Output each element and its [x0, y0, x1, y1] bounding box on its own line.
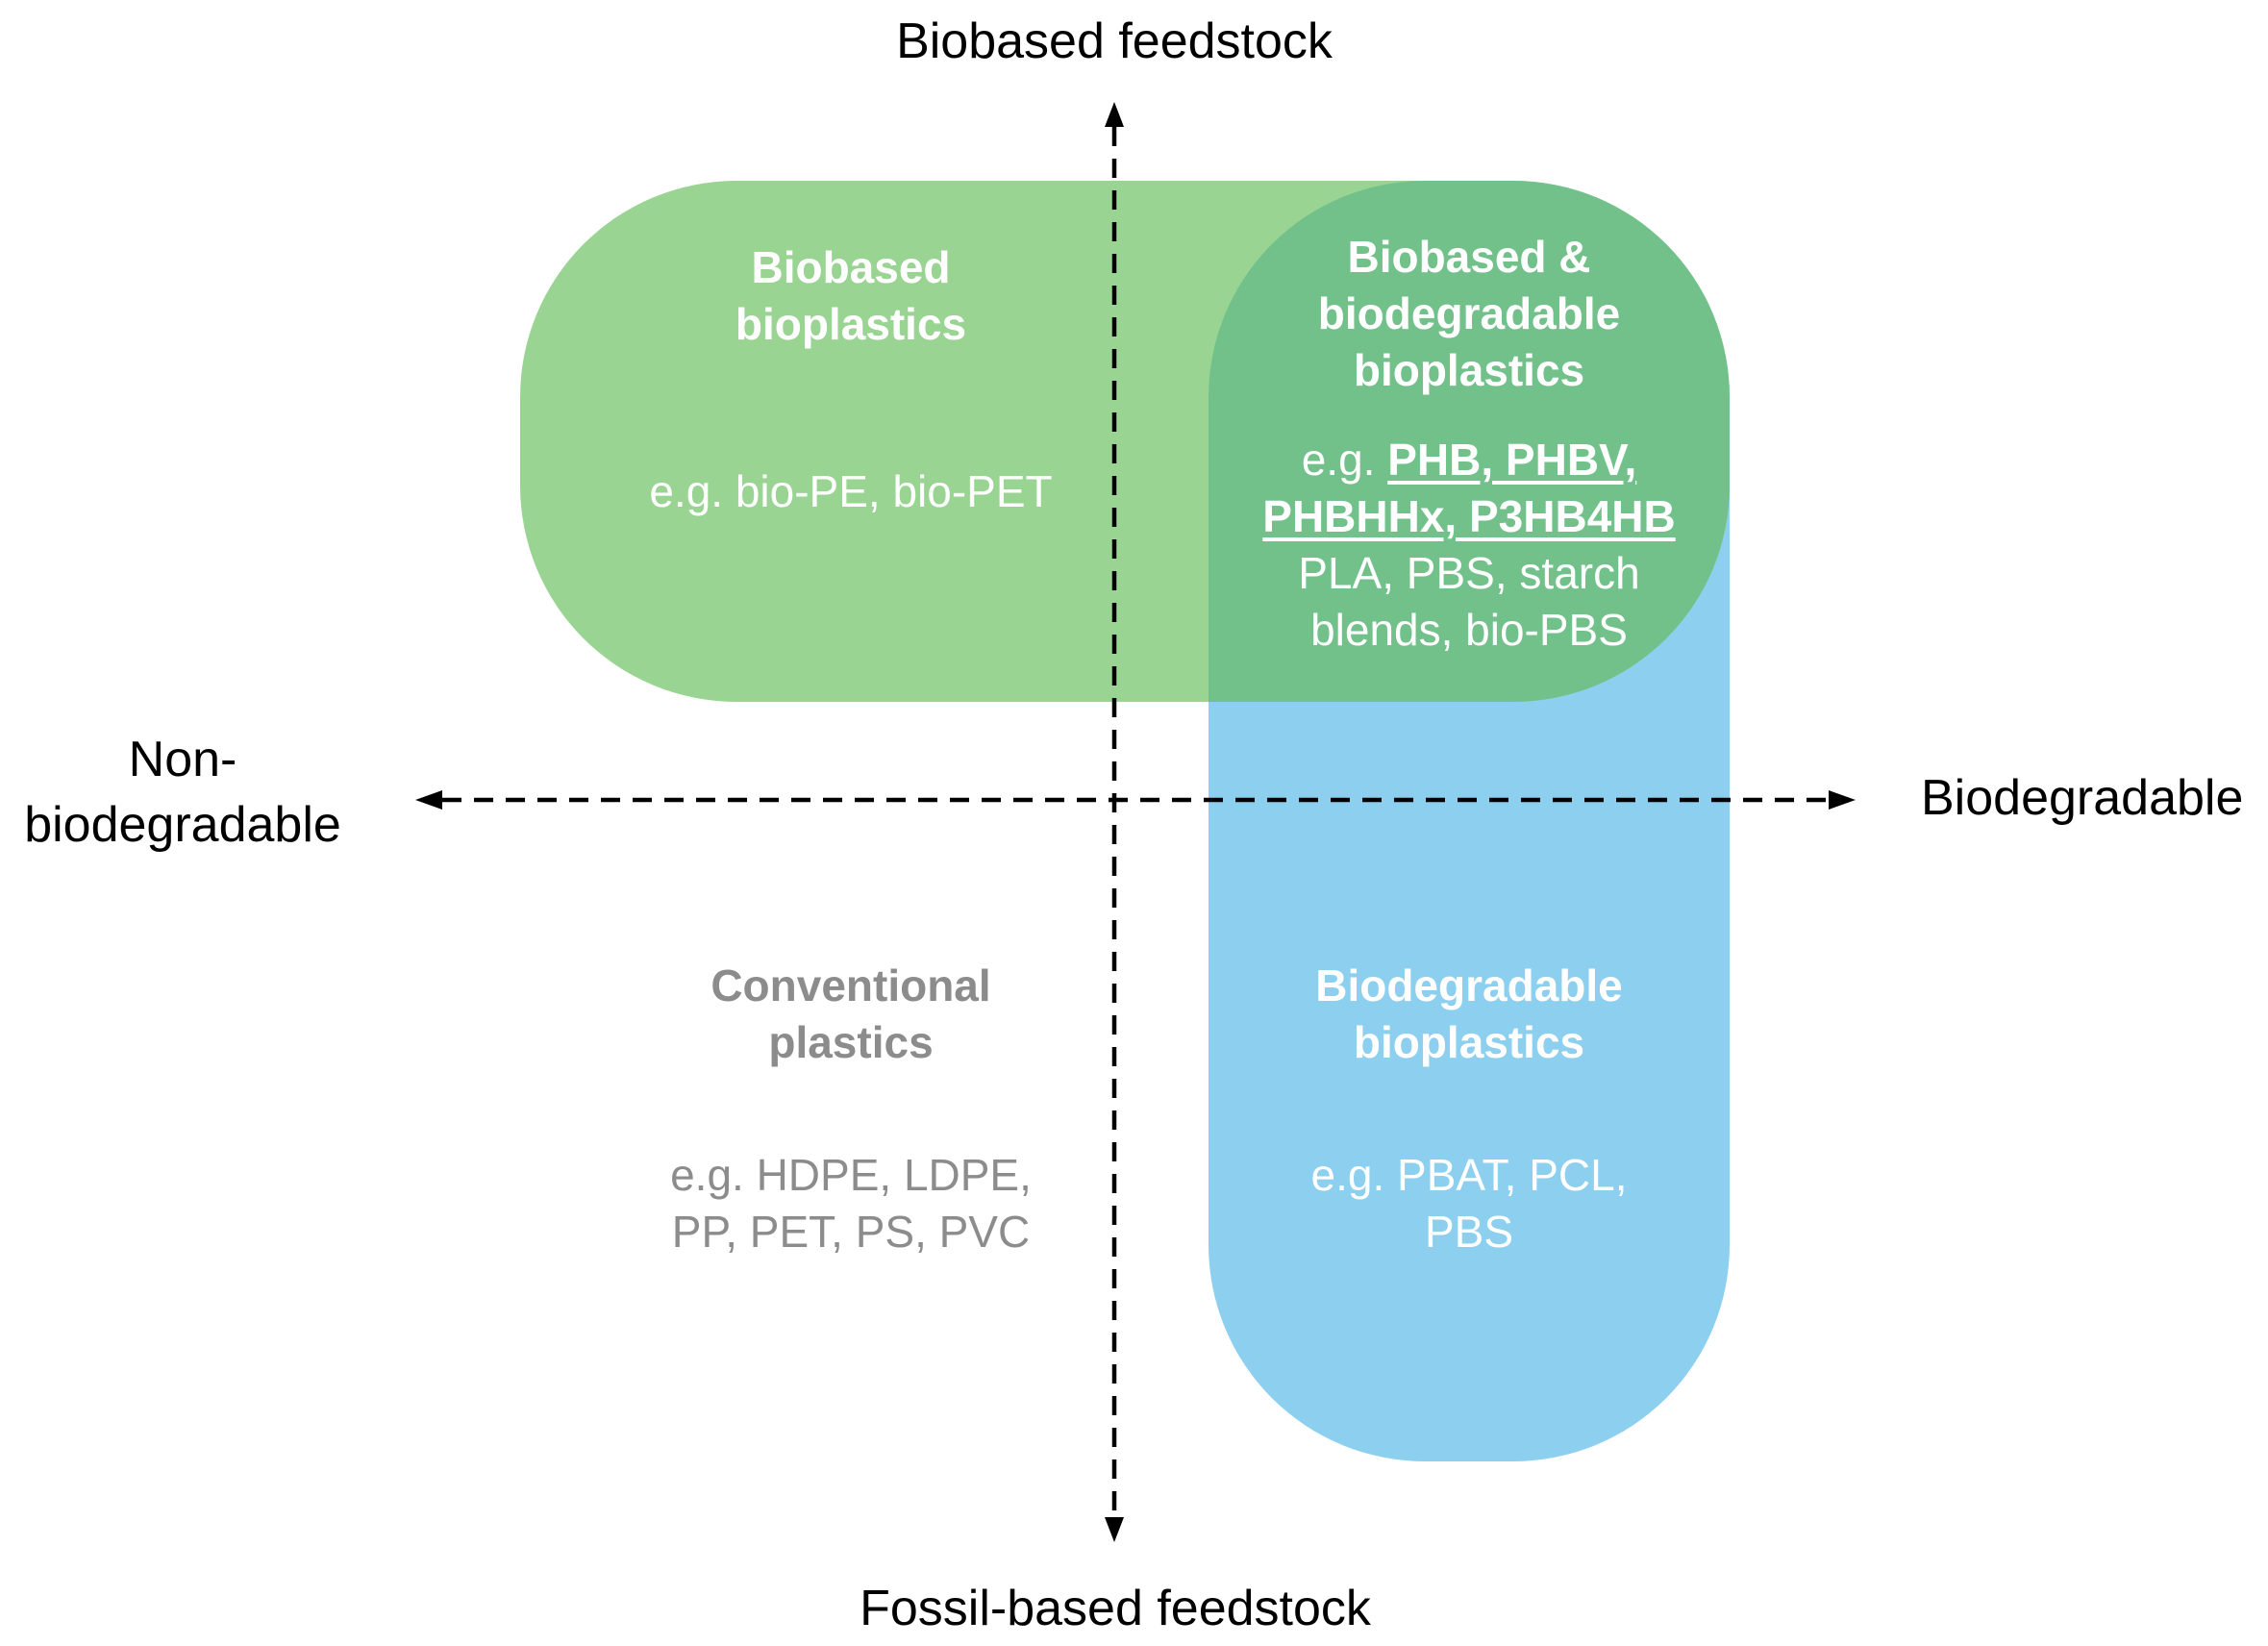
biobased-region-title: Biobased bioplastics — [611, 239, 1091, 353]
biodegradable-axis-label: Biodegradable — [1921, 770, 2244, 826]
biobased-biodegradable-title-line2: biodegradable — [1317, 288, 1621, 338]
biobased-biodegradable-examples: e.g. PHB, PHBV, PHBHHx, P3HB4HB PLA, PBS… — [1229, 432, 1709, 659]
arrow-left-icon — [415, 790, 442, 810]
biodegradable-region-title: Biodegradable bioplastics — [1229, 958, 1709, 1071]
biobased-examples: e.g. bio-PE, bio-PET — [649, 466, 1053, 516]
examples-line1: e.g. PHB, PHBV, — [1229, 432, 1709, 488]
biodegradable-title-line2: bioplastics — [1353, 1017, 1585, 1067]
biodegradable-examples-line2: PBS — [1424, 1207, 1514, 1257]
non-biodegradable-label-line1: Non- — [128, 732, 237, 787]
fossil-based-feedstock-label: Fossil-based feedstock — [860, 1581, 1371, 1636]
biodegradable-examples-line1: e.g. PBAT, PCL, — [1310, 1150, 1628, 1200]
arrow-up-icon — [1105, 102, 1124, 127]
conventional-title-line1: Conventional — [710, 960, 991, 1010]
non-biodegradable-label: Non- biodegradable — [0, 727, 365, 858]
examples-prefix: e.g. — [1301, 435, 1388, 485]
examples-line4: blends, bio-PBS — [1310, 605, 1628, 655]
biodegradable-examples: e.g. PBAT, PCL, PBS — [1229, 1147, 1709, 1260]
arrow-right-icon — [1829, 790, 1856, 810]
conventional-title-line2: plastics — [768, 1017, 934, 1067]
biobased-biodegradable-title-line3: bioplastics — [1353, 345, 1585, 395]
examples-line2: PHBHHx, P3HB4HB — [1229, 488, 1709, 545]
biodegradable-title-line1: Biodegradable — [1315, 960, 1623, 1010]
non-biodegradable-label-line2: biodegradable — [24, 797, 341, 853]
biobased-biodegradable-title-line1: Biobased & — [1347, 232, 1591, 282]
highlighted-pha-examples-2: PHBHHx, P3HB4HB — [1262, 491, 1676, 541]
conventional-examples-line2: PP, PET, PS, PVC — [671, 1207, 1031, 1257]
examples-line3: PLA, PBS, starch — [1298, 548, 1640, 598]
biobased-feedstock-label: Biobased feedstock — [896, 13, 1333, 69]
biobased-biodegradable-overlap — [1209, 181, 1730, 702]
conventional-region-title: Conventional plastics — [611, 958, 1091, 1071]
biobased-title-line2: bioplastics — [735, 299, 967, 349]
conventional-examples-line1: e.g. HDPE, LDPE, — [670, 1150, 1032, 1200]
arrow-down-icon — [1105, 1517, 1124, 1542]
biobased-biodegradable-region-title: Biobased & biodegradable bioplastics — [1229, 229, 1709, 399]
highlighted-pha-examples-1: PHB, PHBV, — [1387, 435, 1637, 485]
conventional-examples: e.g. HDPE, LDPE, PP, PET, PS, PVC — [611, 1147, 1091, 1260]
biobased-title-line1: Biobased — [751, 242, 951, 292]
